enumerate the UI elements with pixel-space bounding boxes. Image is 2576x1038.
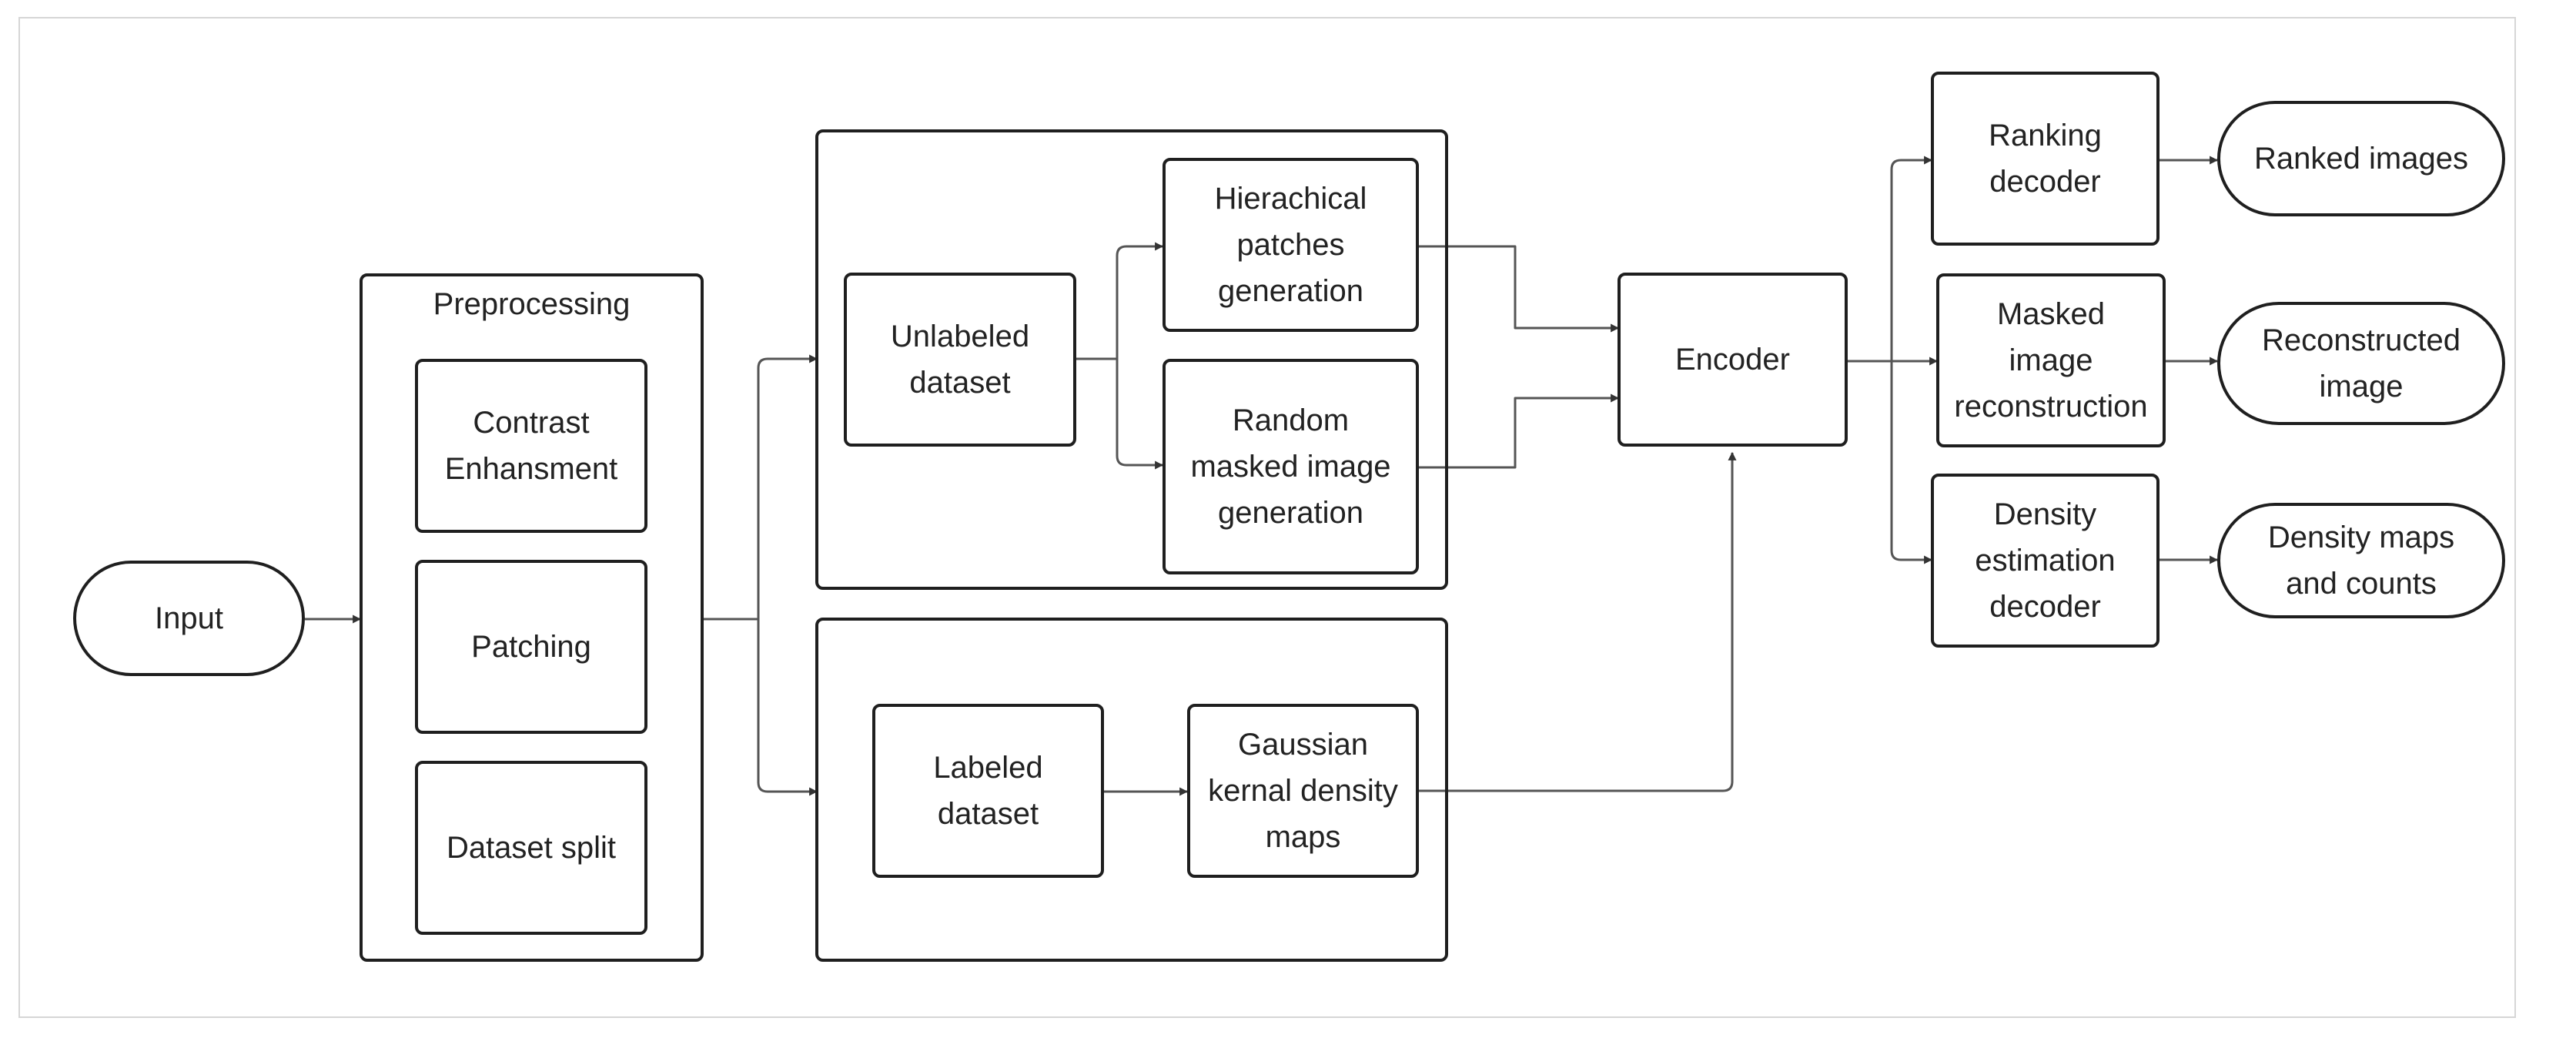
patching-step: Patching	[415, 560, 647, 734]
gaussian-density-label: Gaussian kernal density maps	[1208, 728, 1398, 854]
dataset-split-step: Dataset split	[415, 761, 647, 935]
arrow-preprocessing-to-unlabeled	[757, 354, 818, 619]
random-masked-label: Random masked image generation	[1190, 403, 1391, 530]
masked-reconstruction-node: Masked image reconstruction	[1936, 273, 2166, 447]
dataset-split-label: Dataset split	[446, 831, 617, 865]
gaussian-density-node: Gaussian kernal density maps	[1187, 704, 1419, 878]
preprocessing-title: Preprocessing	[433, 287, 631, 321]
reconstructed-image-output: Reconstructed image	[2217, 302, 2505, 425]
encoder-label: Encoder	[1675, 343, 1790, 377]
contrast-enhancement-label: Contrast Enhansment	[444, 406, 618, 486]
ranked-images-output: Ranked images	[2217, 101, 2505, 216]
patching-label: Patching	[471, 630, 591, 664]
arrow-gaussian-to-encoder	[1419, 451, 1737, 792]
arrow-encoder-to-ranking	[1890, 156, 1933, 361]
masked-reconstruction-label: Masked image reconstruction	[1954, 297, 2148, 424]
unlabeled-dataset-node: Unlabeled dataset	[844, 273, 1076, 447]
ranked-images-label: Ranked images	[2254, 142, 2468, 176]
encoder-node: Encoder	[1618, 273, 1848, 447]
density-decoder-label: Density estimation decoder	[1975, 497, 2116, 624]
labeled-group	[815, 618, 1448, 962]
hierarchical-patches-node: Hierachical patches generation	[1163, 158, 1419, 332]
diagram-frame	[18, 17, 2516, 1018]
arrow-unlabeled-to-random-masked	[1116, 359, 1164, 470]
unlabeled-dataset-label: Unlabeled dataset	[890, 320, 1030, 400]
density-decoder-node: Density estimation decoder	[1931, 474, 2159, 648]
reconstructed-image-label: Reconstructed image	[2262, 323, 2461, 403]
random-masked-node: Random masked image generation	[1163, 359, 1419, 574]
arrow-unlabeled-to-hierarchical	[1116, 242, 1164, 359]
input-node: Input	[73, 561, 305, 676]
density-maps-output: Density maps and counts	[2217, 503, 2505, 618]
contrast-enhancement-step: Contrast Enhansment	[415, 359, 647, 533]
arrow-hierarchical-to-encoder	[1419, 245, 1620, 333]
unlabeled-group	[815, 129, 1448, 590]
arrow-preprocessing-to-labeled	[757, 619, 818, 796]
input-label: Input	[155, 601, 223, 635]
arrow-encoder-to-density-decoder	[1890, 361, 1933, 564]
preprocessing-group: Preprocessing	[360, 273, 704, 962]
arrow-random-masked-to-encoder	[1419, 393, 1620, 469]
labeled-dataset-node: Labeled dataset	[872, 704, 1104, 878]
density-maps-label: Density maps and counts	[2267, 521, 2455, 601]
ranking-decoder-label: Ranking decoder	[1989, 119, 2102, 199]
labeled-dataset-label: Labeled dataset	[933, 751, 1043, 831]
ranking-decoder-node: Ranking decoder	[1931, 72, 2159, 246]
hierarchical-patches-label: Hierachical patches generation	[1214, 182, 1367, 308]
